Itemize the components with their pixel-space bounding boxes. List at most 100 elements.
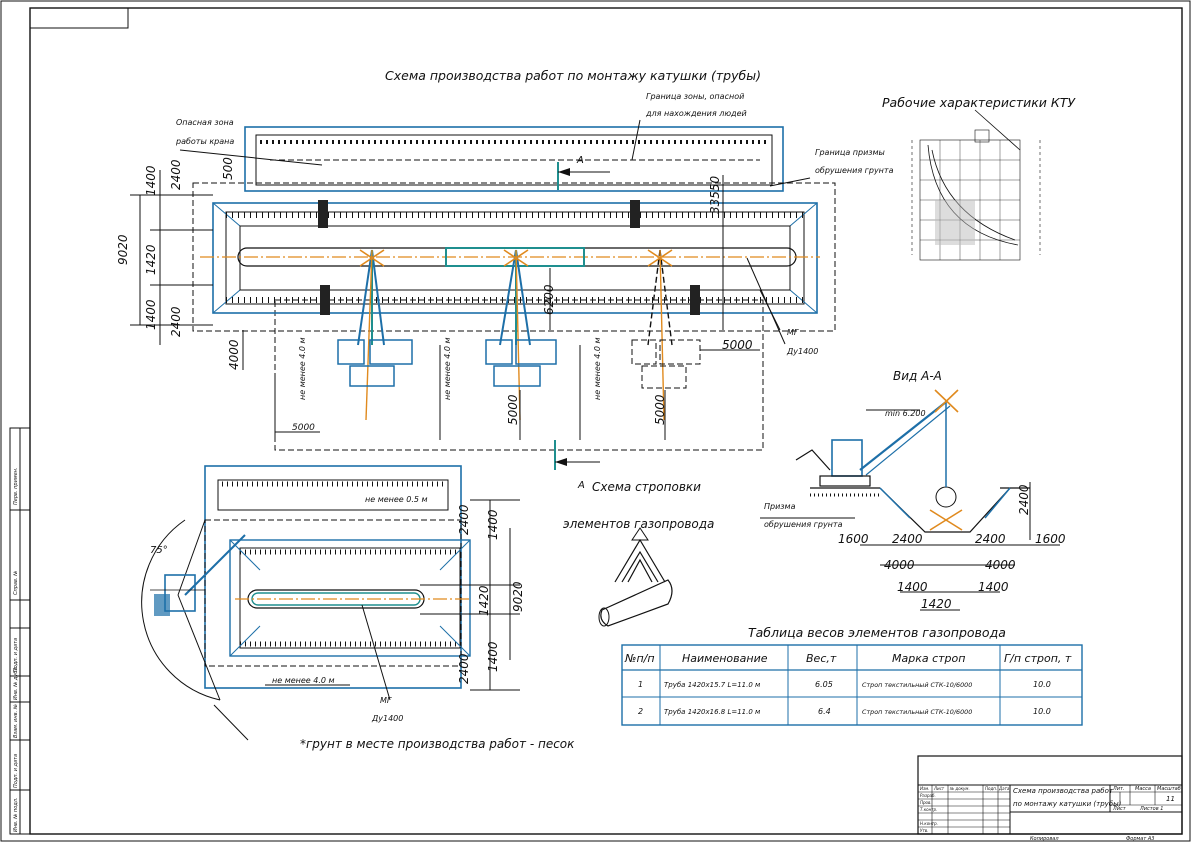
dim-9020-top: 9020 (116, 234, 130, 265)
stamp-lit: Лит. (1112, 786, 1125, 792)
stamp-row-podp: Подп. (985, 786, 997, 791)
dim-sec-2400-b: 2400 (975, 532, 1006, 546)
dim-2400-bot: 2400 (169, 306, 183, 337)
prism-label-2: обрушения грунта (764, 520, 843, 529)
table-row2-num: 2 (638, 707, 643, 716)
dim-1400-top: 1400 (144, 165, 158, 196)
table-row1-num: 1 (638, 680, 643, 689)
side-stamp-6: Подп. и дата (13, 754, 19, 788)
not-less-4-2: не менее 4.0 м (443, 337, 452, 400)
dim-low-1420: 1420 (477, 585, 491, 616)
dim-sec-2400-a: 2400 (892, 532, 923, 546)
table-header-name: Наименование (682, 652, 768, 665)
dim-sec-1600-b: 1600 (1035, 532, 1066, 546)
table-row1-weight: 6.05 (815, 680, 833, 689)
dim-low-2400-a: 2400 (457, 504, 471, 535)
dim-5000-b: 5000 (506, 394, 520, 425)
dim-low-1400-b: 1400 (486, 641, 500, 672)
table-row2-name: Труба 1420х16.8 L=11.0 м (664, 708, 761, 716)
dim-1420-top: 1420 (144, 244, 158, 275)
stamp-row-nkontr: Н.контр. (920, 821, 938, 826)
dim-sec-2400-v: 2400 (1017, 484, 1031, 515)
dim-5000-d: 5000 (722, 338, 753, 352)
table-header-sling: Марка строп (892, 652, 965, 665)
stamp-row-tkontr: Т.контр. (920, 807, 937, 812)
crane-2 (485, 249, 557, 421)
prism-boundary-label-2: обрушения грунта (815, 166, 894, 175)
weights-table-grid (621, 644, 1083, 726)
dim-4000: 4000 (227, 339, 241, 370)
side-stamp-4: Инв. № дубл. (13, 666, 19, 700)
top-plan (130, 119, 836, 470)
prism-boundary-label-1: Граница призмы (815, 148, 885, 157)
side-stamp-1: Перв. примен. (13, 467, 19, 505)
crane-3 (631, 249, 701, 421)
dim-5000-a: 5000 (292, 423, 315, 433)
sling-title-2: элементов газопровода (563, 517, 714, 531)
side-stamp-5: Взам. инв. № (13, 704, 19, 738)
mg-label-lower: МГ (380, 696, 392, 705)
table-row1-name: Труба 1420х15.7 L=11.0 м (664, 681, 761, 689)
lower-plan (141, 465, 520, 741)
dim-sec-4000-b: 4000 (985, 558, 1016, 572)
side-stamp-2: Справ. № (13, 571, 19, 595)
table-row1-sling: Строп текстильный СТК-10/6000 (862, 681, 972, 689)
table-row2-weight: 6.4 (818, 707, 831, 716)
section-a-a (760, 389, 1060, 611)
crane-1 (337, 249, 413, 421)
dim-sec-4000-a: 4000 (884, 558, 915, 572)
dim-33550: 33550 (708, 175, 722, 214)
dim-sec-1400-a: 1400 (897, 580, 928, 594)
stamp-row-izm: Изм. (920, 786, 929, 791)
ktu-title: Рабочие характеристики КТУ (882, 95, 1076, 110)
stamp-sheets: Листов 1 (1139, 806, 1163, 812)
section-title: Вид А-А (893, 369, 942, 383)
table-header-num: №п/п (624, 652, 655, 665)
side-stamp (9, 427, 31, 835)
dim-sec-1400-b: 1400 (978, 580, 1009, 594)
angle-label: 75° (150, 545, 168, 556)
boom-label: min 6.200 (885, 409, 926, 418)
stamp-row-prov: Пров. (920, 800, 932, 805)
stamp-format: Формат А3 (1126, 836, 1154, 842)
dim-1400-bot: 1400 (144, 299, 158, 330)
ktu-chart (911, 109, 1041, 261)
dim-2400-top: 2400 (169, 159, 183, 190)
stamp-scale: Масштаб (1157, 786, 1181, 792)
not-less-05: не менее 0.5 м (365, 495, 428, 504)
dim-500: 500 (221, 157, 235, 180)
dim-5000-c: 5000 (653, 394, 667, 425)
stamp-row-razrab: Разраб. (920, 793, 936, 798)
section-mark-bottom: А (577, 480, 585, 491)
stamp-row-doc: № докум. (949, 786, 970, 791)
stamp-row-list: Лист (933, 786, 945, 791)
stamp-sheet-num: 11 (1166, 795, 1175, 803)
dim-low-1400-a: 1400 (486, 509, 500, 540)
prism-label-1: Призма (764, 502, 796, 511)
not-less-4-1: не менее 4.0 м (298, 337, 307, 400)
stamp-row-date: Дата (998, 786, 1010, 791)
table-header-weight: Вес,т (806, 652, 837, 665)
dim-6200: 6200 (542, 284, 556, 315)
title-block-grid (917, 755, 1183, 835)
sling-title-1: Схема строповки (592, 480, 701, 494)
table-title: Таблица весов элементов газопровода (748, 625, 1006, 640)
section-mark-top: А (576, 155, 584, 166)
soil-note: *грунт в месте производства работ - песо… (300, 737, 575, 751)
table-header-capacity: Г/п строп, т (1004, 652, 1072, 665)
sling-scheme (598, 527, 673, 627)
table-row1-cap: 10.0 (1033, 680, 1051, 689)
du-label-top: Ду1400 (786, 347, 818, 356)
main-title: Схема производства работ по монтажу кату… (385, 68, 761, 83)
mg-label-top: МГ (787, 328, 799, 337)
not-less-4-lower: не менее 4.0 м (272, 676, 335, 685)
dim-low-2400-b: 2400 (457, 653, 471, 684)
danger-zone-label-2: работы крана (175, 137, 234, 146)
stamp-copied: Копировал (1030, 836, 1059, 842)
stamp-title-2: по монтажу катушки (трубы) (1013, 800, 1122, 808)
zone-boundary-label-1: Граница зоны, опасной (646, 92, 744, 101)
stamp-mass: Масса (1135, 786, 1151, 792)
du-label-lower: Ду1400 (371, 714, 403, 723)
